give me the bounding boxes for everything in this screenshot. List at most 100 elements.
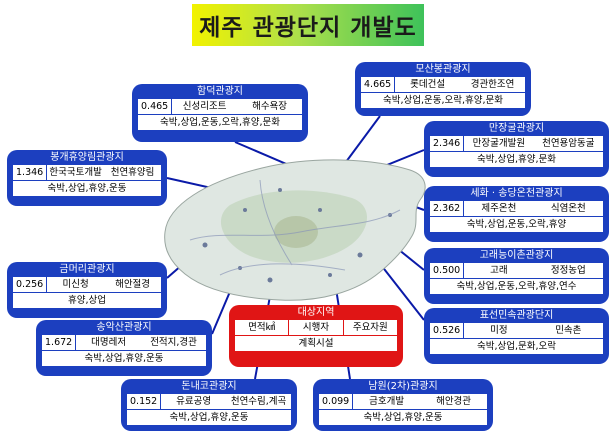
- site-facilities-row: 숙박,상업,휴양,운동: [13, 181, 161, 196]
- site-resource: 민속촌: [555, 325, 582, 336]
- site-area: 0.465: [138, 99, 173, 114]
- site-facilities: 숙박,상업,휴양,문화: [477, 154, 556, 165]
- site-card-goreung: 고래능이촌관광지 0.500 고래 정정농업 숙박,상업,운동,오락,휴양,연수: [424, 248, 609, 304]
- site-resource: 천연용암동굴: [542, 138, 595, 149]
- site-facilities-row: 휴양,상업: [13, 293, 161, 308]
- site-resource: 천연휴양림: [110, 167, 155, 178]
- site-area: 4.665: [361, 77, 396, 92]
- site-developer: 고래: [490, 265, 508, 276]
- site-facilities: 숙박,상업,휴양,운동: [47, 183, 127, 194]
- legend-row-1: 면적㎢ 시행자 주요자원: [235, 320, 397, 336]
- site-resource: 경관한조연: [470, 79, 515, 90]
- site-developer: 만장굴개발원: [472, 138, 526, 149]
- site-facilities-row: 숙박,상업,운동,오락,휴양: [430, 217, 603, 232]
- site-info-row: 2.346 만장굴개발원 천연용암동굴: [430, 136, 603, 152]
- site-area: 0.500: [430, 263, 465, 278]
- site-developer: 미정: [490, 325, 508, 336]
- site-resource: 천연수림,계곡: [230, 396, 287, 407]
- site-area: 1.346: [13, 165, 48, 180]
- legend-developer-label: 시행자: [289, 320, 344, 335]
- legend-facilities-label: 계획시설: [298, 338, 334, 349]
- site-info-row: 0.099 금호개발 해안경관: [319, 394, 487, 410]
- site-facilities: 숙박,상업,휴양,운동: [169, 412, 249, 423]
- site-info-row: 1.672 대명레저 전적지,경관: [42, 335, 206, 351]
- site-facilities: 숙박,상업,운동,오락,휴양,문화: [160, 117, 280, 128]
- site-name: 세화 · 송당온천관광지: [470, 188, 563, 199]
- site-info-row: 4.665 롯데건설 경관한조연: [361, 77, 525, 93]
- site-card-sehwa: 세화 · 송당온천관광지 2.362 제주온천 식염온천 숙박,상업,운동,오락…: [424, 186, 609, 242]
- site-area: 2.346: [430, 136, 465, 151]
- legend-area-label: 면적㎢: [235, 320, 290, 335]
- site-name: 남원(2차)관광지: [368, 381, 438, 392]
- site-card-geumeori: 금머리관광지 0.256 미신청 해안절경 휴양,상업: [7, 262, 167, 318]
- site-developer: 신성리조트: [182, 101, 227, 112]
- site-facilities-row: 숙박,상업,휴양,문화: [430, 152, 603, 167]
- legend-card: 대상지역 면적㎢ 시행자 주요자원 계획시설: [229, 305, 403, 367]
- site-developer: 롯데건설: [410, 79, 446, 90]
- site-facilities: 숙박,상업,운동,오락,휴양,문화: [383, 95, 503, 106]
- site-info-row: 0.465 신성리조트 해수욕장: [138, 99, 302, 115]
- site-card-songaksan: 송악산관광지 1.672 대명레저 전적지,경관 숙박,상업,휴양,운동: [36, 320, 212, 376]
- site-developer: 유료공영: [176, 396, 212, 407]
- site-area: 0.152: [127, 394, 162, 409]
- site-developer: 한국국토개발: [49, 167, 102, 178]
- site-resource: 전적지,경관: [150, 337, 197, 348]
- site-developer: 제주온천: [481, 203, 517, 214]
- site-name: 송악산관광지: [96, 322, 152, 333]
- site-resource: 해수욕장: [252, 101, 288, 112]
- site-facilities-row: 숙박,상업,운동,오락,휴양,연수: [430, 279, 603, 294]
- page-title: 제주 관광단지 개발도: [192, 4, 424, 46]
- site-facilities-row: 숙박,상업,문화,오락: [430, 339, 603, 354]
- legend-header: 대상지역: [297, 307, 335, 318]
- site-card-namwon: 남원(2차)관광지 0.099 금호개발 해안경관 숙박,상업,휴양,운동: [313, 379, 493, 431]
- legend-row-2: 계획시설: [235, 336, 397, 351]
- site-name: 표선민속관광단지: [479, 310, 554, 321]
- site-facilities-row: 숙박,상업,운동,오락,휴양,문화: [138, 115, 302, 130]
- site-name: 모산봉관광지: [415, 64, 471, 75]
- site-name: 봉개휴양림관광지: [50, 152, 124, 163]
- site-area: 2.362: [430, 201, 465, 216]
- site-area: 0.256: [13, 277, 48, 292]
- hallasan-peak: [274, 216, 318, 248]
- site-facilities: 숙박,상업,휴양,운동: [363, 412, 443, 423]
- site-info-row: 1.346 한국국토개발 천연휴양림: [13, 165, 161, 181]
- site-facilities: 숙박,상업,운동,오락,휴양,연수: [456, 281, 577, 292]
- site-card-bonggae: 봉개휴양림관광지 1.346 한국국토개발 천연휴양림 숙박,상업,휴양,운동: [7, 150, 167, 206]
- site-facilities-row: 숙박,상업,휴양,운동: [127, 410, 291, 425]
- site-info-row: 2.362 제주온천 식염온천: [430, 201, 603, 217]
- site-facilities-row: 숙박,상업,휴양,운동: [42, 351, 206, 366]
- site-resource: 정정농업: [550, 265, 586, 276]
- site-card-hamdeok: 함덕관광지 0.465 신성리조트 해수욕장 숙박,상업,운동,오락,휴양,문화: [132, 84, 308, 142]
- site-card-manjang: 만장굴관광지 2.346 만장굴개발원 천연용암동굴 숙박,상업,휴양,문화: [424, 121, 609, 177]
- site-facilities-row: 숙박,상업,운동,오락,휴양,문화: [361, 93, 525, 108]
- site-area: 0.099: [319, 394, 354, 409]
- site-info-row: 0.256 미신청 해안절경: [13, 277, 161, 293]
- site-name: 함덕관광지: [197, 86, 243, 97]
- site-name: 만장굴관광지: [488, 123, 545, 134]
- site-facilities: 휴양,상업: [68, 295, 106, 306]
- site-developer: 대명레저: [91, 337, 127, 348]
- site-resource: 식염온천: [550, 203, 586, 214]
- site-info-row: 0.152 유료공영 천연수림,계곡: [127, 394, 291, 410]
- site-resource: 해안경관: [436, 396, 472, 407]
- site-developer: 금호개발: [369, 396, 405, 407]
- site-area: 1.672: [42, 335, 77, 350]
- site-name: 금머리관광지: [59, 264, 115, 275]
- site-name: 돈내코관광지: [181, 381, 237, 392]
- site-resource: 해안절경: [115, 279, 151, 290]
- site-name: 고래능이촌관광지: [479, 250, 554, 261]
- site-card-donnaeko: 돈내코관광지 0.152 유료공영 천연수림,계곡 숙박,상업,휴양,운동: [121, 379, 297, 431]
- site-info-row: 0.526 미정 민속촌: [430, 323, 603, 339]
- legend-resource-label: 주요자원: [352, 322, 388, 333]
- site-facilities: 숙박,상업,운동,오락,휴양: [466, 219, 567, 230]
- site-developer: 미신청: [62, 279, 89, 290]
- site-card-seongsan: 모산봉관광지 4.665 롯데건설 경관한조연 숙박,상업,운동,오락,휴양,문…: [355, 62, 531, 116]
- site-facilities: 숙박,상업,휴양,운동: [84, 353, 164, 364]
- site-facilities-row: 숙박,상업,휴양,운동: [319, 410, 487, 425]
- site-area: 0.526: [430, 323, 465, 338]
- site-facilities: 숙박,상업,문화,오락: [477, 341, 556, 352]
- site-card-pyoseon: 표선민속관광단지 0.526 미정 민속촌 숙박,상업,문화,오락: [424, 308, 609, 364]
- site-info-row: 0.500 고래 정정농업: [430, 263, 603, 279]
